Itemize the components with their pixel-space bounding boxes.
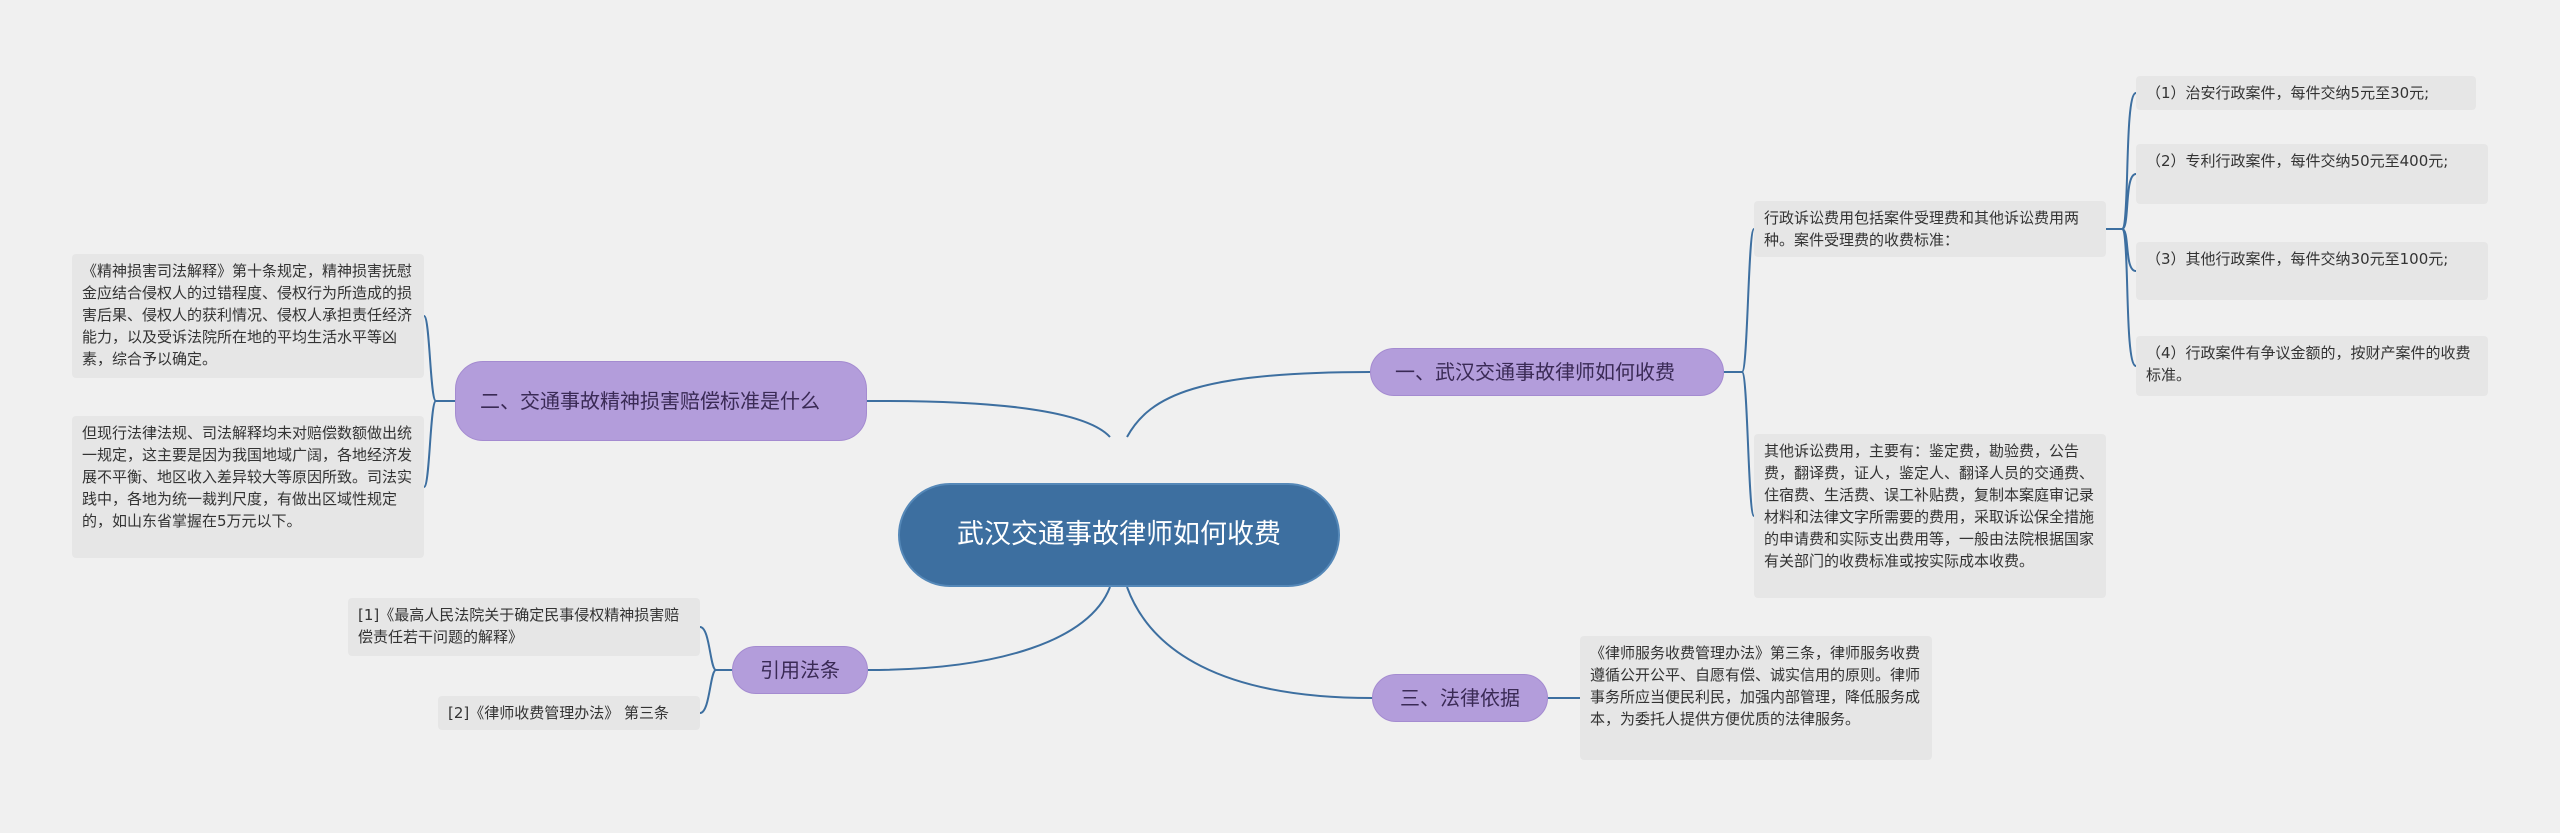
leaf-compensation-practice: 但现行法律法规、司法解释均未对赔偿数额做出统一规定，这主要是因为我国地域广阔，各… [72, 416, 424, 558]
leaf-compensation-rule: 《精神损害司法解释》第十条规定，精神损害抚慰金应结合侵权人的过错程度、侵权行为所… [72, 254, 424, 378]
branch-label-fees: 一、武汉交通事故律师如何收费 [1395, 360, 1675, 384]
branch-label-citations: 引用法条 [760, 658, 840, 682]
leaf-fee-other: 其他诉讼费用，主要有：鉴定费，勘验费，公告费，翻译费，证人，鉴定人、翻译人员的交… [1754, 434, 2106, 598]
root-label: 武汉交通事故律师如何收费 [957, 519, 1281, 550]
branch-node-citations[interactable]: 引用法条 [732, 646, 868, 694]
leaf-legal-basis-text: 《律师服务收费管理办法》第三条，律师服务收费遵循公开公平、自愿有偿、诚实信用的原… [1580, 636, 1932, 760]
edge-compensation-to-rule [423, 315, 437, 402]
edge-fees-to-intro [1741, 228, 1755, 373]
root-node[interactable]: 武汉交通事故律师如何收费 [898, 483, 1340, 587]
leaf-fee-item-1: （1）治安行政案件，每件交纳5元至30元; [2136, 76, 2476, 110]
edge-intro-to-item2 [2121, 173, 2137, 230]
edge-root-to-compensation [866, 399, 1111, 438]
leaf-fee-item-3: （3）其他行政案件，每件交纳30元至100元; [2136, 242, 2488, 300]
edge-root-to-fees [1126, 371, 1371, 438]
edge-root-to-citations [867, 586, 1111, 671]
branch-node-compensation[interactable]: 二、交通事故精神损害赔偿标准是什么 [455, 361, 867, 441]
leaf-citation-2[interactable]: [2]《律师收费管理办法》 第三条 [438, 696, 700, 730]
edge-intro-to-item4 [2121, 228, 2137, 367]
leaf-fee-item-4: （4）行政案件有争议金额的，按财产案件的收费标准。 [2136, 336, 2488, 396]
leaf-citation-1[interactable]: [1]《最高人民法院关于确定民事侵权精神损害赔偿责任若干问题的解释》 [348, 598, 700, 656]
branch-node-legal-basis[interactable]: 三、法律依据 [1372, 674, 1548, 722]
edge-citations-to-2 [699, 669, 717, 714]
edge-fees-to-other [1741, 371, 1755, 517]
edge-citations-to-1 [699, 626, 717, 671]
edge-compensation-to-practice [423, 400, 437, 488]
edge-intro-to-item1 [2121, 92, 2137, 230]
branch-label-compensation: 二、交通事故精神损害赔偿标准是什么 [480, 389, 820, 413]
leaf-fee-intro: 行政诉讼费用包括案件受理费和其他诉讼费用两种。案件受理费的收费标准： [1754, 201, 2106, 257]
leaf-fee-item-2: （2）专利行政案件，每件交纳50元至400元; [2136, 144, 2488, 204]
edge-root-to-legal-basis [1126, 586, 1373, 699]
branch-label-legal-basis: 三、法律依据 [1400, 686, 1520, 710]
branch-node-fees[interactable]: 一、武汉交通事故律师如何收费 [1370, 348, 1724, 396]
